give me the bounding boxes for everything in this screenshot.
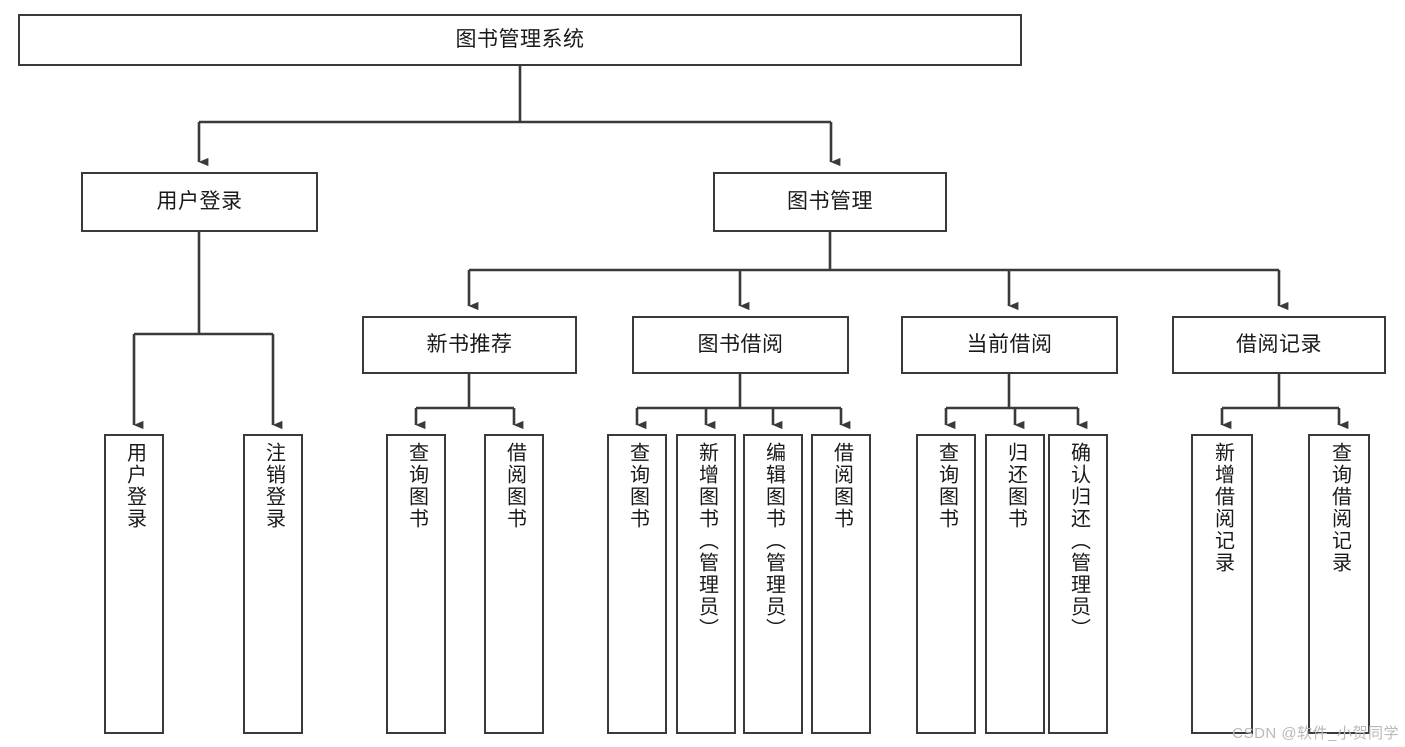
node-label: 确认归还（管理员） [1067, 442, 1090, 640]
node-label: 借阅记录 [1236, 333, 1322, 357]
leaf-new-book-query-book[interactable]: 查询图书 [386, 434, 446, 734]
node-label: 新增借阅记录 [1211, 442, 1234, 574]
node-label: 查询借阅记录 [1328, 442, 1351, 574]
node-label: 用户登录 [123, 442, 146, 530]
node-label: 编辑图书（管理员） [762, 442, 785, 640]
leaf-book-borrow-borrow-book[interactable]: 借阅图书 [811, 434, 871, 734]
csdn-watermark: CSDN @软件_小贺同学 [1232, 725, 1399, 742]
leaf-current-borrow-return-book[interactable]: 归还图书 [985, 434, 1045, 734]
node-label: 借阅图书 [503, 442, 526, 530]
node-label: 注销登录 [262, 442, 285, 530]
node-label: 用户登录 [156, 190, 243, 214]
leaf-book-borrow-query-book[interactable]: 查询图书 [607, 434, 667, 734]
node-new-book-recommend[interactable]: 新书推荐 [362, 316, 577, 374]
node-book-management[interactable]: 图书管理 [713, 172, 947, 232]
leaf-book-borrow-edit-book-admin[interactable]: 编辑图书（管理员） [743, 434, 803, 734]
node-borrow-record[interactable]: 借阅记录 [1172, 316, 1386, 374]
node-label: 图书借阅 [697, 333, 784, 357]
leaf-user-login-login[interactable]: 用户登录 [104, 434, 164, 734]
leaf-user-login-logout[interactable]: 注销登录 [243, 434, 303, 734]
node-label: 归还图书 [1004, 442, 1027, 530]
node-label: 借阅图书 [830, 442, 853, 530]
node-label: 当前借阅 [966, 333, 1053, 357]
leaf-borrow-record-add-record[interactable]: 新增借阅记录 [1191, 434, 1253, 734]
node-label: 查询图书 [935, 442, 958, 530]
node-label: 图书管理 [787, 190, 873, 214]
leaf-current-borrow-query-book[interactable]: 查询图书 [916, 434, 976, 734]
leaf-current-borrow-confirm-return-admin[interactable]: 确认归还（管理员） [1048, 434, 1108, 734]
leaf-book-borrow-add-book-admin[interactable]: 新增图书（管理员） [676, 434, 736, 734]
leaf-borrow-record-query-record[interactable]: 查询借阅记录 [1308, 434, 1370, 734]
node-user-login[interactable]: 用户登录 [81, 172, 318, 232]
leaf-new-book-borrow-book[interactable]: 借阅图书 [484, 434, 544, 734]
node-label: 查询图书 [626, 442, 649, 530]
node-label: 新增图书（管理员） [695, 442, 718, 640]
node-root-book-management-system[interactable]: 图书管理系统 [18, 14, 1022, 66]
node-label: 查询图书 [405, 442, 428, 530]
node-label: 新书推荐 [426, 333, 513, 357]
node-label: 图书管理系统 [455, 28, 585, 52]
node-current-borrow[interactable]: 当前借阅 [901, 316, 1118, 374]
node-book-borrow[interactable]: 图书借阅 [632, 316, 849, 374]
